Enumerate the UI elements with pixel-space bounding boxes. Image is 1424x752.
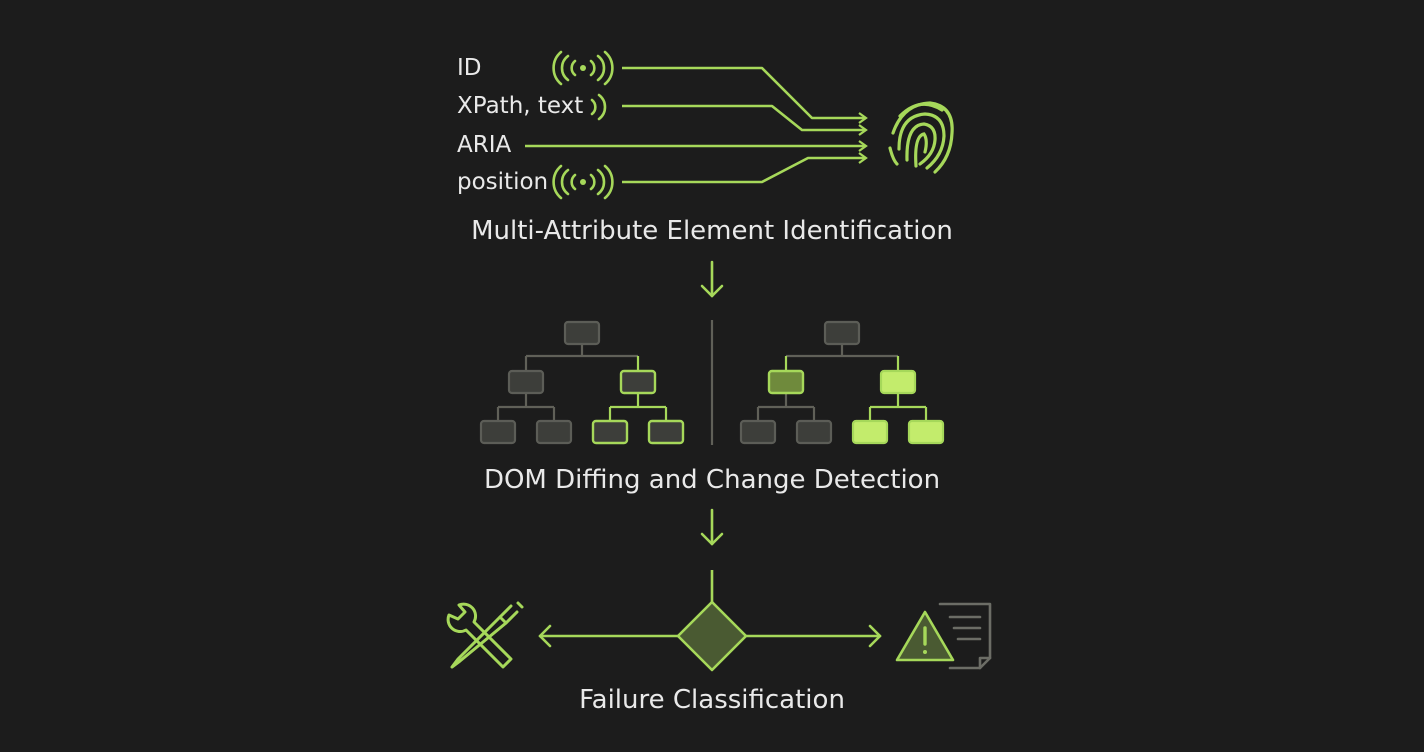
decision-diamond-icon [676, 600, 748, 672]
branch-arrows [538, 624, 882, 648]
down-arrow-1 [700, 260, 724, 298]
attribute-label-aria: ARIA [457, 132, 512, 158]
dom-tree-before [479, 320, 685, 445]
dom-tree-after [739, 320, 945, 445]
signal-icon-id [552, 50, 614, 86]
attribute-label-xpath: XPath, text [457, 93, 584, 119]
signal-icon-xpath [590, 93, 607, 121]
attribute-label-position: position [457, 169, 549, 195]
stage-title-identification: Multi-Attribute Element Identification [471, 216, 953, 246]
down-arrow-2 [700, 508, 724, 546]
fingerprint-icon [888, 101, 954, 174]
stage-title-dom-diff: DOM Diffing and Change Detection [483, 465, 941, 495]
attribute-label-id: ID [457, 55, 482, 81]
warning-report-icon [895, 602, 992, 670]
signal-icon-position [552, 164, 614, 200]
stage-title-classification: Failure Classification [579, 685, 845, 715]
wrench-screwdriver-icon [446, 601, 524, 669]
attribute-converge-lines [525, 66, 868, 184]
